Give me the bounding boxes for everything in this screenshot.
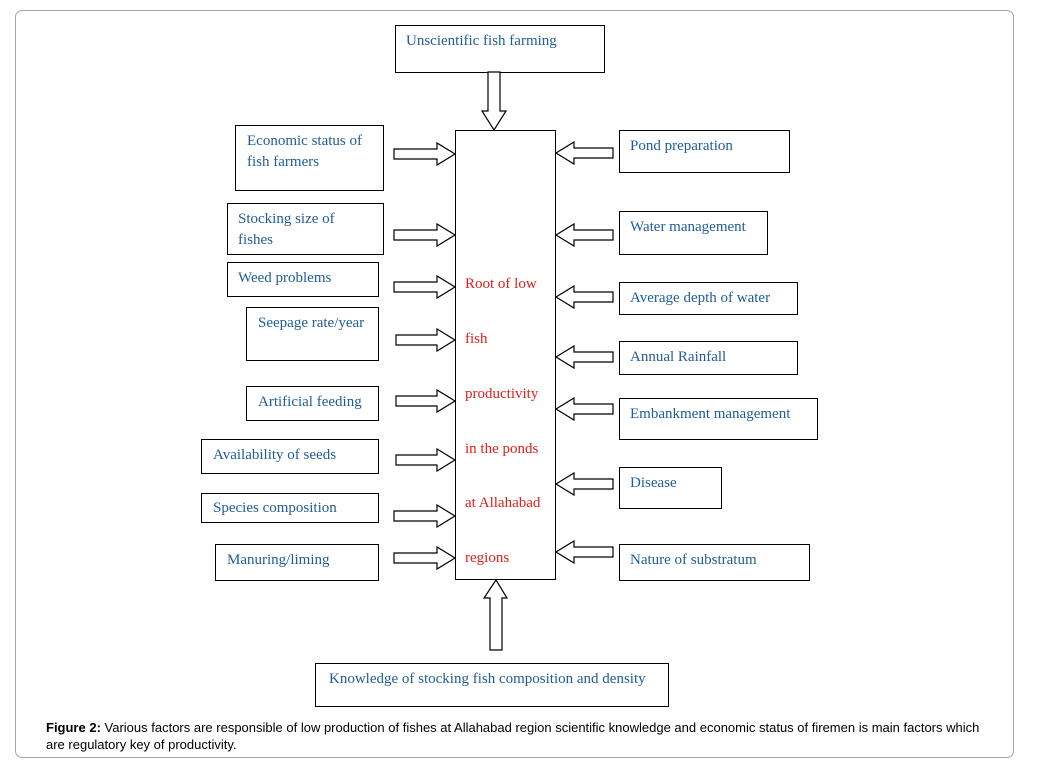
arrow-right-icon — [395, 327, 457, 353]
arrow-right-icon — [395, 388, 457, 414]
right-factor-annual-rainfall: Annual Rainfall — [619, 341, 798, 375]
center-text-line-2: fish — [465, 331, 488, 347]
arrow-right-icon — [393, 545, 457, 571]
arrow-left-icon — [554, 140, 614, 166]
arrow-left-icon — [554, 222, 614, 248]
right-factor-water-management: Water management — [619, 211, 768, 255]
left-factor-stocking-size: Stocking size of fishes — [227, 203, 384, 255]
center-text-line-1: Root of low — [465, 276, 537, 292]
arrow-down-icon — [480, 71, 508, 132]
bottom-factor-box: Knowledge of stocking fish composition a… — [315, 663, 669, 707]
right-factor-embankment-management: Embankment management — [619, 398, 818, 440]
arrow-right-icon — [393, 222, 457, 248]
left-factor-availability-of-seeds: Availability of seeds — [201, 439, 379, 474]
center-text-line-6: regions — [465, 550, 510, 566]
right-factor-average-depth: Average depth of water — [619, 282, 798, 315]
arrow-left-icon — [554, 539, 614, 565]
right-factor-nature-of-substratum: Nature of substratum — [619, 544, 810, 581]
right-factor-disease: Disease — [619, 467, 722, 509]
left-factor-manuring-liming: Manuring/liming — [215, 544, 379, 581]
top-factor-box: Unscientific fish farming — [395, 25, 605, 73]
left-factor-economic-status: Economic status of fish farmers — [235, 125, 384, 191]
caption-label: Figure 2: — [46, 720, 101, 735]
arrow-right-icon — [393, 503, 457, 529]
left-factor-species-composition: Species composition — [201, 493, 379, 523]
arrow-left-icon — [554, 471, 614, 497]
arrow-right-icon — [395, 447, 457, 473]
left-factor-weed-problems: Weed problems — [227, 262, 379, 297]
caption-text: Various factors are responsible of low p… — [46, 720, 980, 752]
center-text-line-5: at Allahabad — [465, 495, 541, 511]
arrow-left-icon — [554, 396, 614, 422]
figure-caption: Figure 2: Various factors are responsibl… — [46, 719, 996, 753]
left-factor-seepage-rate: Seepage rate/year — [246, 307, 379, 361]
arrow-left-icon — [554, 284, 614, 310]
right-factor-pond-preparation: Pond preparation — [619, 130, 790, 173]
arrow-up-icon — [482, 578, 509, 651]
arrow-left-icon — [554, 344, 614, 370]
arrow-right-icon — [393, 274, 457, 300]
center-text-line-3: productivity — [465, 386, 539, 402]
left-factor-artificial-feeding: Artificial feeding — [246, 386, 379, 421]
central-root-box — [455, 130, 556, 580]
arrow-right-icon — [393, 141, 457, 167]
center-text-line-4: in the ponds — [465, 441, 539, 457]
